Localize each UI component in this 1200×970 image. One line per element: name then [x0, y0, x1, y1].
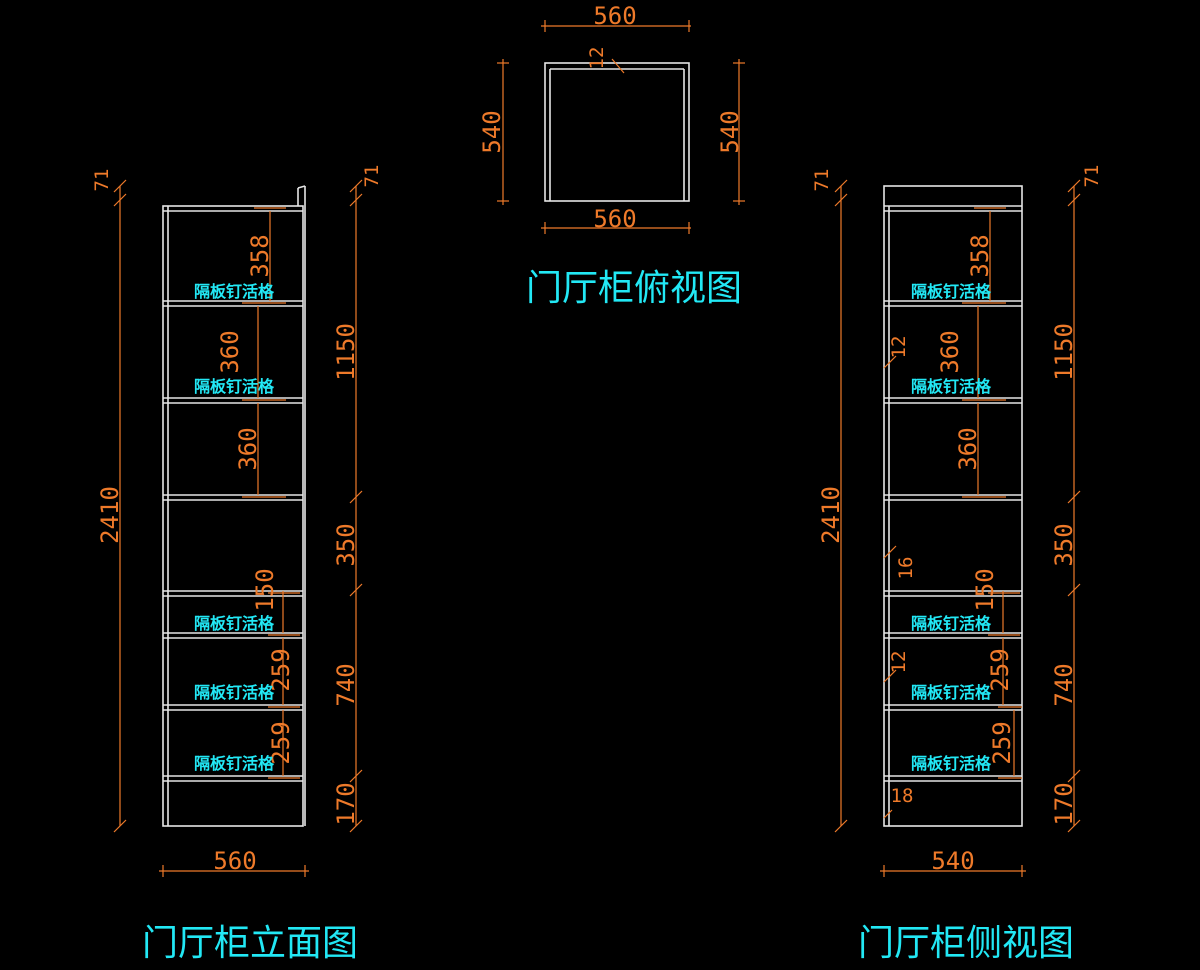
spacing-label: 360 [216, 330, 244, 373]
panel-thickness-label: 12 [586, 47, 608, 70]
dimension-tick [349, 193, 363, 207]
dimension-tick [113, 193, 127, 207]
dimension-tick [113, 179, 127, 193]
shelf-note: 隔板钉活格 [911, 282, 992, 301]
top-view: 560 560 540 540 12 门厅柜俯视图 [478, 2, 745, 309]
bottom-width-label: 560 [593, 205, 636, 233]
base-thickness-label: 18 [891, 785, 914, 807]
top-gap-label: 71 [361, 165, 383, 188]
front-shelves [163, 210, 303, 782]
section-label: 1150 [332, 323, 360, 381]
shelf-note: 隔板钉活格 [911, 683, 992, 702]
side-inner-dims: 358 360 360 150 259 259 [936, 207, 1022, 779]
shelf-note: 隔板钉活格 [194, 754, 275, 773]
top-gap-label: 71 [1081, 165, 1103, 188]
section-label: 350 [1050, 523, 1078, 566]
right-depth-label: 540 [716, 110, 744, 153]
front-view: 358 360 360 150 259 259 隔板钉活格 隔板钉活格 隔板钉活… [91, 165, 383, 964]
width-label: 560 [213, 847, 256, 875]
shelf-note: 隔板钉活格 [194, 683, 275, 702]
spacing-label: 360 [234, 427, 262, 470]
spacing-label: 358 [966, 234, 994, 277]
panel-thickness-label: 12 [888, 651, 910, 674]
panel-leader [883, 545, 897, 559]
panel-leader [883, 669, 897, 683]
top-view-title: 门厅柜俯视图 [526, 268, 742, 309]
spacing-label: 259 [267, 721, 295, 764]
spacing-label: 358 [246, 234, 274, 277]
spacing-label: 259 [986, 648, 1014, 691]
top-gap-label: 71 [91, 169, 113, 192]
shelf-note: 隔板钉活格 [194, 282, 275, 301]
total-height-label: 2410 [96, 486, 124, 544]
side-cabinet-outline [883, 185, 1023, 827]
dimension-tick [1067, 819, 1081, 833]
section-label: 1150 [1050, 323, 1078, 381]
dimension-tick [1067, 583, 1081, 597]
front-inner-dims: 358 360 360 150 259 259 [216, 207, 300, 779]
front-door-top [297, 185, 306, 189]
dimension-tick [1067, 490, 1081, 504]
dimension-tick [834, 179, 848, 193]
spacing-label: 259 [988, 721, 1016, 764]
spacing-label: 259 [267, 648, 295, 691]
spacing-label: 150 [251, 568, 279, 611]
front-view-title: 门厅柜立面图 [142, 923, 358, 964]
front-cabinet-outline [162, 205, 304, 827]
panel-thickness-label: 16 [895, 557, 917, 580]
shelf-note: 隔板钉活格 [911, 754, 992, 773]
dimension-tick [349, 769, 363, 783]
top-gap-label: 71 [811, 169, 833, 192]
dimension-tick [1067, 193, 1081, 207]
base-leader [883, 809, 893, 819]
section-label: 170 [332, 782, 360, 825]
dimension-tick [834, 193, 848, 207]
spacing-label: 360 [936, 330, 964, 373]
spacing-label: 360 [954, 427, 982, 470]
panel-leader [611, 58, 625, 74]
dimension-tick [349, 490, 363, 504]
total-height-label: 2410 [817, 486, 845, 544]
top-width-label: 560 [593, 2, 636, 30]
top-view-outline [544, 62, 690, 202]
left-depth-label: 540 [478, 110, 506, 153]
shelf-note: 隔板钉活格 [911, 614, 992, 633]
section-label: 740 [332, 663, 360, 706]
dimension-tick [1067, 769, 1081, 783]
spacing-label: 150 [971, 568, 999, 611]
dimension-tick [349, 819, 363, 833]
width-label: 540 [931, 847, 974, 875]
side-shelves [884, 210, 1022, 782]
section-label: 740 [1050, 663, 1078, 706]
dimension-tick [1067, 179, 1081, 193]
section-label: 170 [1050, 782, 1078, 825]
shelf-note: 隔板钉活格 [194, 614, 275, 633]
side-view-title: 门厅柜侧视图 [858, 923, 1074, 964]
shelf-note: 隔板钉活格 [194, 377, 275, 396]
dimension-tick [834, 819, 848, 833]
dimension-tick [113, 819, 127, 833]
shelf-note: 隔板钉活格 [911, 377, 992, 396]
section-label: 350 [332, 523, 360, 566]
dimension-tick [349, 179, 363, 193]
panel-thickness-label: 12 [888, 336, 910, 359]
dimension-tick [349, 583, 363, 597]
side-view: 358 360 360 150 259 259 12 16 12 18 隔板钉活… [811, 165, 1103, 964]
panel-leader [883, 355, 897, 369]
